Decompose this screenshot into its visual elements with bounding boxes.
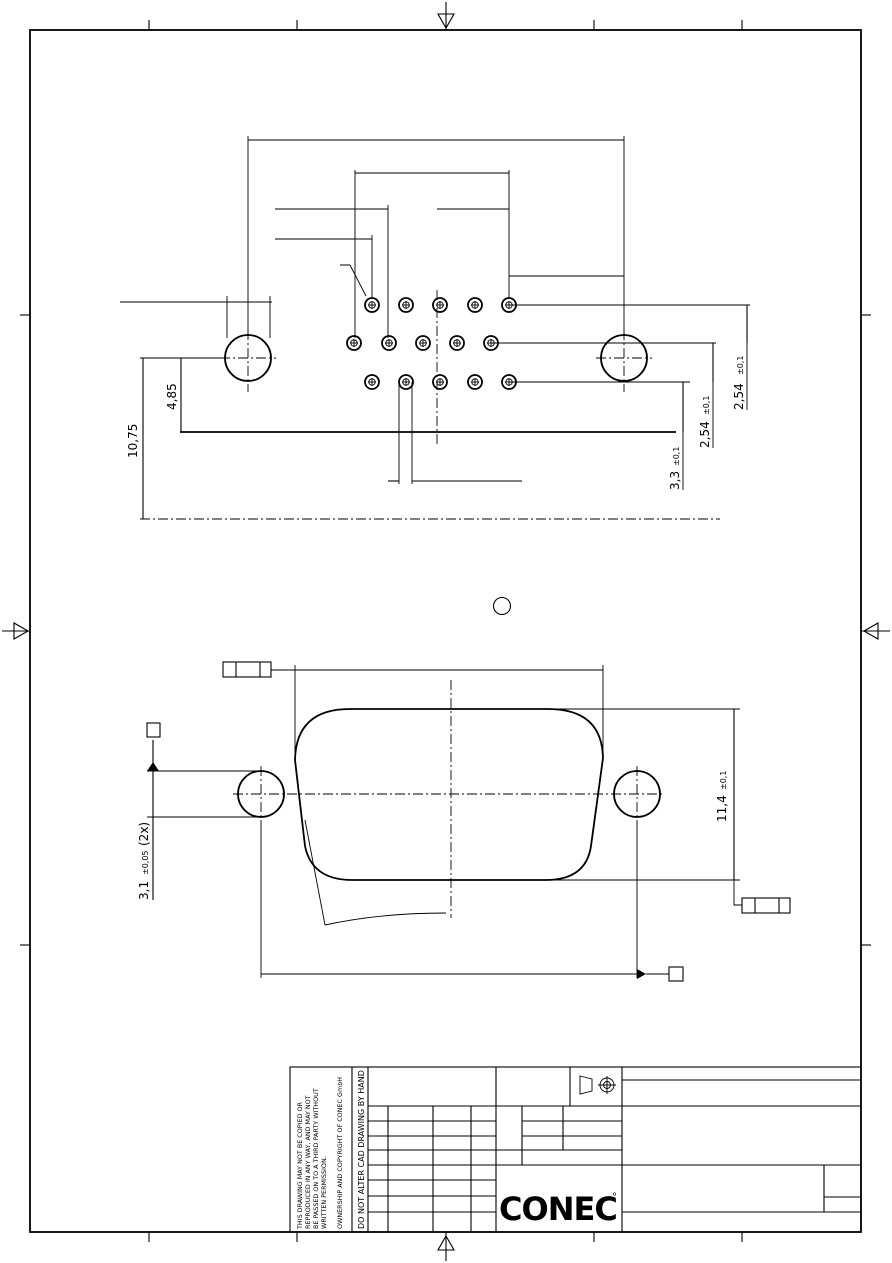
contact-hole <box>364 374 380 390</box>
contact-hole <box>398 374 414 390</box>
notice-line-2: REPRODUCED IN ANY WAY, AND MAY NOT <box>304 1095 312 1229</box>
notice-line-5: OWNERSHIP AND COPYRIGHT OF CONEC GmbH <box>336 1077 344 1229</box>
cutout-view: 11,4 ±0,1 3,1 ±0,05 (2x) <box>137 661 791 982</box>
contact-hole <box>381 335 397 351</box>
d-sub-cutout <box>294 708 604 881</box>
contact-hole <box>364 297 380 313</box>
projection-symbol-icon <box>579 1075 616 1095</box>
dim-2-54-a: 2,54 <box>698 421 712 448</box>
dim-2-54-a-tol: ±0,1 <box>702 396 711 415</box>
dim-11-4: 11,4 <box>715 795 729 822</box>
dim-3-1-count: (2x) <box>137 822 151 846</box>
hole-pattern-view: 4,85 10,75 3,3 ±0,1 2,54 ±0,1 2,54 ±0,1 <box>120 136 750 520</box>
dim-3-3: 3,3 <box>668 471 682 490</box>
dim-11-4-tol: ±0,1 <box>719 771 728 790</box>
cad-notice: DO NOT ALTER CAD DRAWING BY HAND <box>357 1070 366 1229</box>
contact-hole <box>449 335 465 351</box>
contact-hole <box>346 335 362 351</box>
dim-3-3-tol: ±0,1 <box>672 447 681 466</box>
contact-hole <box>415 335 431 351</box>
contact-hole <box>467 374 483 390</box>
tolerance-frame-top <box>222 661 272 678</box>
dim-3-1-tol: ±0,05 <box>141 850 150 875</box>
dim-4-85: 4,85 <box>165 383 179 410</box>
contact-hole <box>467 297 483 313</box>
title-block: THIS DRAWING MAY NOT BE COPIED OR REPROD… <box>289 1066 862 1233</box>
contact-hole <box>432 297 448 313</box>
tolerance-frame-right <box>741 897 791 914</box>
notice-line-4: WRITTEN PERMISSION. <box>320 1156 328 1229</box>
contact-hole <box>432 374 448 390</box>
notice-line-1: THIS DRAWING MAY NOT BE COPIED OR <box>296 1101 304 1230</box>
contact-hole <box>398 297 414 313</box>
datum-box-bottom <box>668 966 684 982</box>
dim-2-54-b-tol: ±0,1 <box>736 356 745 375</box>
dim-10-75: 10,75 <box>126 424 140 458</box>
datum-box-left <box>146 722 161 738</box>
logo-registered-mark: ° <box>612 1192 617 1203</box>
drawing-frame <box>20 20 871 1242</box>
notice-line-3: BE PASSED ON TO A THIRD PARTY WITHOUT <box>312 1088 320 1229</box>
conec-logo: CONEC <box>499 1190 617 1228</box>
contact-holes <box>346 297 517 390</box>
dim-2-54-b: 2,54 <box>732 383 746 410</box>
symbol-circle <box>492 596 512 616</box>
dim-3-1: 3,1 <box>137 881 151 900</box>
